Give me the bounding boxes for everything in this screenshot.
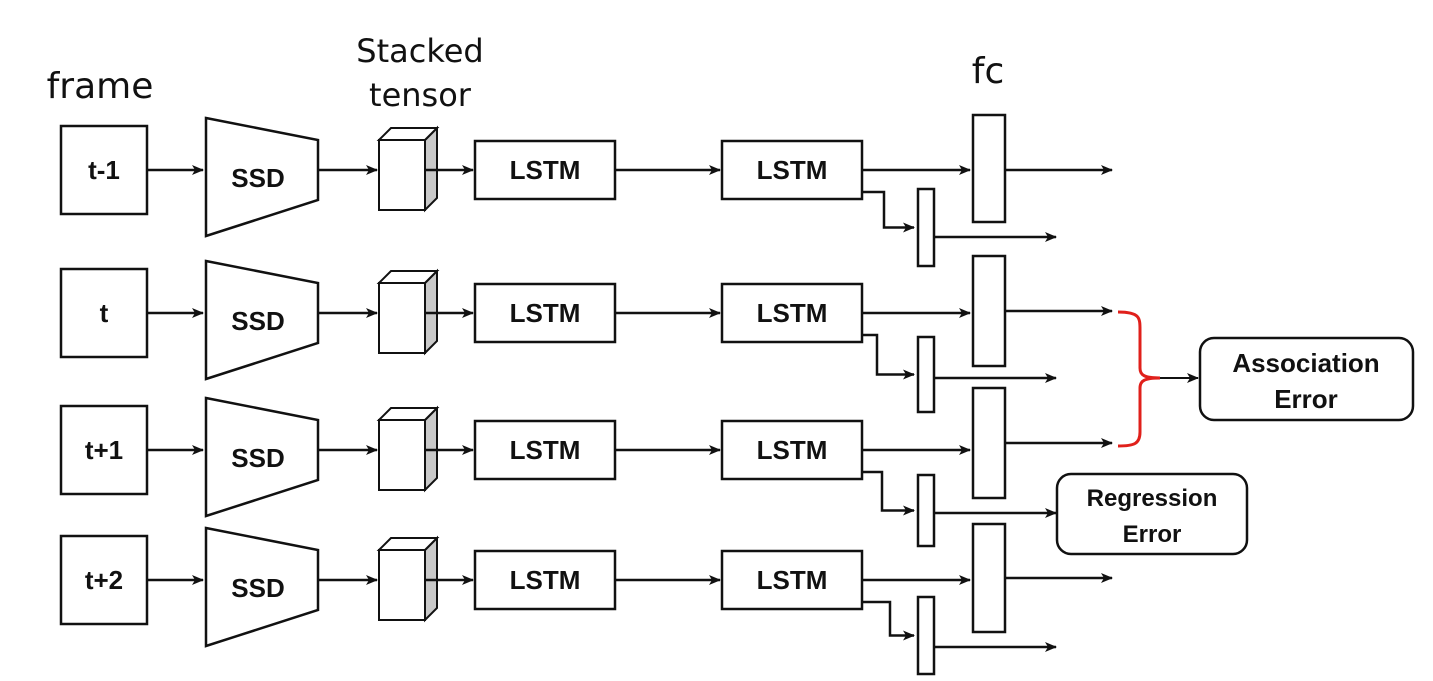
fc-layer (971, 386, 1007, 500)
lstm-label: LSTM (510, 155, 581, 185)
lstm-box-1: LSTM (473, 419, 617, 481)
association-error-line1: Association (1232, 348, 1379, 378)
frame-box: t-1 (59, 124, 149, 216)
lstm-label: LSTM (757, 435, 828, 465)
stacked-tensor-header-line2: tensor (369, 76, 472, 114)
lstm-box-2: LSTM (720, 549, 864, 611)
lstm-label: LSTM (757, 155, 828, 185)
lstm-box-2: LSTM (720, 139, 864, 201)
fc-layer (971, 113, 1007, 224)
lstm-label: LSTM (510, 435, 581, 465)
association-error-box: Association Error (1198, 336, 1415, 422)
stacked-tensor-cube (376, 125, 440, 213)
regression-fc-layer (916, 335, 936, 414)
lstm-box-1: LSTM (473, 549, 617, 611)
frame-label: t-1 (88, 155, 120, 185)
association-error-line2: Error (1274, 384, 1338, 414)
ssd-block: SSD (204, 116, 320, 238)
lstm-to-regression-branch (862, 190, 915, 233)
regression-error-box: Regression Error (1055, 472, 1249, 556)
lstm-to-regression-branch (862, 600, 915, 641)
lstm-label: LSTM (757, 565, 828, 595)
fc-header: fc (972, 51, 1004, 92)
row-0: t-1 SSD LSTM LSTM (59, 113, 1113, 268)
regression-error-line1: Regression (1087, 485, 1218, 512)
frame-box: t (59, 267, 149, 359)
regression-fc-layer (916, 187, 936, 268)
lstm-box-1: LSTM (473, 282, 617, 344)
regression-fc-layer (916, 473, 936, 548)
ssd-block: SSD (204, 396, 320, 518)
lstm-box-2: LSTM (720, 419, 864, 481)
row-3: t+2 SSD LSTM LSTM (59, 522, 1113, 676)
lstm-label: LSTM (510, 298, 581, 328)
row-1: t SSD LSTM LSTM (59, 254, 1113, 414)
frame-label: t (100, 298, 109, 328)
stacked-tensor-cube (376, 268, 440, 356)
frame-box: t+1 (59, 404, 149, 496)
lstm-label: LSTM (757, 298, 828, 328)
lstm-to-regression-branch (862, 470, 915, 516)
ssd-block: SSD (204, 259, 320, 381)
stacked-tensor-cube (376, 405, 440, 493)
ssd-label: SSD (231, 443, 284, 473)
association-brace (1117, 310, 1161, 448)
ssd-label: SSD (231, 306, 284, 336)
fc-layer (971, 254, 1007, 368)
lstm-to-regression-branch (862, 333, 915, 380)
ssd-label: SSD (231, 163, 284, 193)
lstm-box-1: LSTM (473, 139, 617, 201)
fc-layer (971, 522, 1007, 634)
frame-box: t+2 (59, 534, 149, 626)
frame-header: frame (47, 66, 154, 107)
lstm-box-2: LSTM (720, 282, 864, 344)
regression-error-line2: Error (1123, 521, 1182, 548)
regression-fc-layer (916, 595, 936, 676)
ssd-block: SSD (204, 526, 320, 648)
lstm-label: LSTM (510, 565, 581, 595)
stacked-tensor-header-line1: Stacked (356, 32, 483, 70)
frame-label: t+1 (85, 435, 123, 465)
row-2: t+1 SSD LSTM LSTM (59, 386, 1113, 548)
ssd-label: SSD (231, 573, 284, 603)
frame-label: t+2 (85, 565, 123, 595)
